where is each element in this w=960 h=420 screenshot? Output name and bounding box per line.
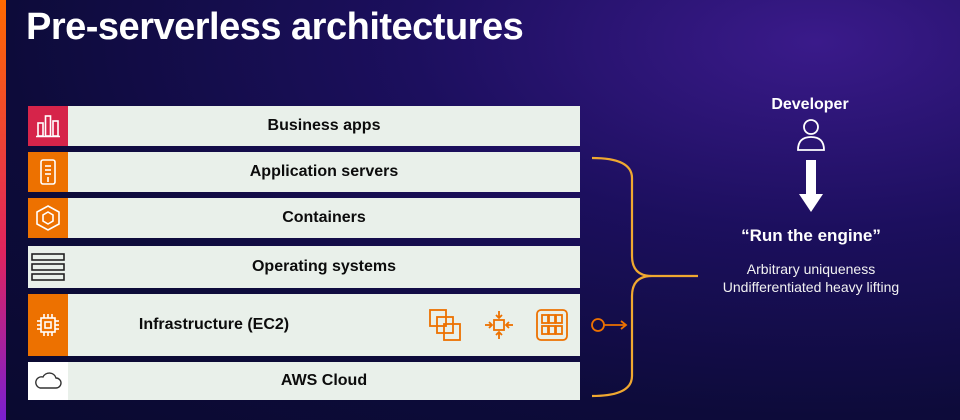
- layer-label: Operating systems: [251, 258, 397, 275]
- auto-scaling-icon: [485, 311, 513, 339]
- layer-business-apps: Business apps: [28, 106, 580, 146]
- layer-aws-cloud: AWS Cloud: [28, 362, 580, 400]
- layer-label: Containers: [282, 209, 366, 226]
- layer-label: Infrastructure (EC2): [138, 316, 290, 333]
- layer-containers: Containers: [28, 198, 580, 238]
- developer-description: Arbitrary uniqueness Undifferentiated he…: [690, 260, 932, 296]
- key-icon: [591, 318, 628, 332]
- instance-grid-icon: [536, 309, 568, 341]
- business-apps-icon: [28, 106, 68, 146]
- cloud-icon: [28, 362, 68, 400]
- ec2-extra-icons: [428, 294, 628, 356]
- run-the-engine-headline: “Run the engine”: [741, 226, 881, 245]
- description-line: Arbitrary uniqueness: [746, 261, 876, 277]
- accent-bar: [0, 0, 6, 420]
- layer-operating-systems: Operating systems: [28, 246, 580, 288]
- ec2-chip-icon: [28, 294, 68, 356]
- down-arrow-icon: [799, 160, 823, 212]
- layer-label: Application servers: [249, 163, 399, 180]
- layer-label: AWS Cloud: [280, 372, 368, 389]
- brace-connector: [591, 156, 698, 398]
- description-line: Undifferentiated heavy lifting: [722, 279, 900, 295]
- server-stack-icon: [28, 246, 68, 288]
- layer-application-servers: Application servers: [28, 152, 580, 192]
- application-server-icon: [28, 152, 68, 192]
- slide-title: Pre-serverless architectures: [26, 6, 524, 48]
- developer-title: Developer: [771, 96, 849, 113]
- layer-label: Business apps: [267, 117, 381, 134]
- container-icon: [28, 198, 68, 238]
- instances-icon: [429, 309, 461, 341]
- developer-person-icon: [797, 119, 825, 151]
- layer-infrastructure-ec2: Infrastructure (EC2): [28, 294, 628, 356]
